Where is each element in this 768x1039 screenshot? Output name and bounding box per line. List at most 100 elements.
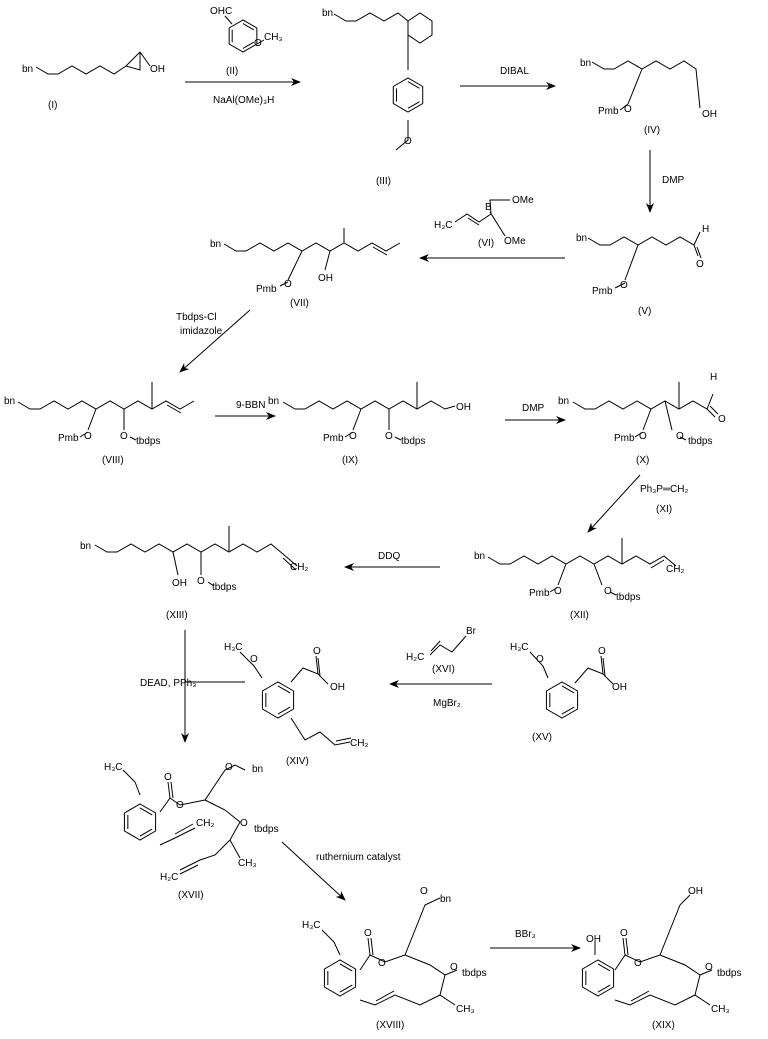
- atom-label: O: [240, 818, 248, 829]
- arrow-12: [281, 841, 346, 901]
- arrow-5: [179, 309, 251, 373]
- atom-label: H: [710, 372, 717, 383]
- atom-label: Pmb: [598, 106, 619, 117]
- double-bond: [139, 807, 153, 816]
- atom-label: Pmb: [323, 433, 344, 444]
- arrow-8: [587, 474, 641, 533]
- atom-label: B: [485, 202, 492, 213]
- atom-label: O: [197, 576, 205, 587]
- atom-label: O: [313, 646, 321, 657]
- atom-label: bn: [322, 8, 333, 19]
- atom-label: O: [404, 136, 412, 147]
- reagent-label: 9-BBN: [236, 400, 265, 411]
- double-bond: [407, 101, 420, 109]
- double-bond: [597, 963, 611, 972]
- double-bond: [242, 41, 255, 49]
- atom-label: OH: [702, 109, 717, 120]
- atom-label: tbdps: [136, 436, 160, 447]
- atom-label: CH₃: [711, 1004, 730, 1015]
- double-bond: [407, 81, 420, 89]
- atom-label: O: [718, 414, 726, 425]
- atom-label: tbdps: [688, 436, 712, 447]
- double-bond: [277, 685, 291, 694]
- double-bond: [339, 963, 353, 972]
- compound-label-III: (III): [376, 176, 391, 187]
- atom-label: Pmb: [529, 588, 550, 599]
- atom-label: bn: [80, 541, 91, 552]
- atom-label: CH₂: [290, 562, 308, 573]
- bonds: [17, 12, 719, 1006]
- atom-label: O: [84, 431, 92, 442]
- reagent-label: Tbdps-Cl: [176, 312, 217, 323]
- atom-label: CH₂: [196, 818, 214, 829]
- compound-label-VI: (VI): [478, 238, 494, 249]
- compound-label-IX: (IX): [342, 455, 358, 466]
- double-bond: [597, 984, 611, 993]
- atom-label: O: [604, 586, 612, 597]
- double-bond: [561, 706, 575, 715]
- compound-label-XIII: (XIII): [166, 610, 188, 621]
- compound-labels: (I) (II) (III) (IV) (V) (VI) (VII) (VIII…: [48, 66, 675, 1031]
- benzene-ring: [323, 959, 357, 997]
- atom-label: O: [254, 38, 262, 49]
- atom-label: OH: [330, 682, 345, 693]
- atom-label: O: [284, 279, 292, 290]
- atom-label: H₃C: [434, 220, 453, 231]
- atom-label: OHC: [210, 6, 232, 17]
- reagent-labels: NaAl(OMe)₃H DIBAL DMP Tbdps-Cl imidazole…: [140, 66, 689, 940]
- atom-label: CH₂: [666, 564, 684, 575]
- atom-label: O: [164, 772, 172, 783]
- reaction-arrows: [179, 78, 654, 952]
- atom-label: O: [385, 431, 393, 442]
- atom-label: O: [676, 431, 684, 442]
- compound-label-XIX: (XIX): [652, 1020, 675, 1031]
- atom-label: OH: [456, 402, 471, 413]
- atom-label: H₃C: [510, 642, 529, 653]
- atom-label: bn: [4, 396, 15, 407]
- atom-label: OH: [318, 273, 333, 284]
- atom-label: tbdps: [254, 824, 278, 835]
- atom-label: OH: [688, 886, 703, 897]
- benzene-ring: [581, 959, 615, 997]
- atom-label: O: [120, 431, 128, 442]
- benzene-ring: [545, 681, 579, 719]
- atom-label: CH₂: [350, 738, 368, 749]
- compound-label-V: (V): [638, 306, 651, 317]
- atom-label: O: [450, 962, 458, 973]
- reagent-label: Ph₃P═CH₂: [640, 484, 689, 495]
- atom-label: O: [696, 259, 704, 270]
- atom-label: bn: [252, 764, 263, 775]
- atom-label: OMe: [504, 236, 526, 247]
- atom-label: tbdps: [462, 968, 486, 979]
- atom-label: OH: [612, 682, 627, 693]
- benzene-ring: [261, 681, 295, 719]
- atom-label: bn: [580, 58, 591, 69]
- atom-label: H₂C: [160, 872, 178, 883]
- atom-label: OH: [172, 578, 187, 589]
- compound-label-VII: (VII): [290, 298, 309, 309]
- compound-label-XVI: (XVI): [432, 664, 455, 675]
- atom-label: O: [349, 431, 357, 442]
- atom-label: O: [554, 586, 562, 597]
- reagent-label: ruthernium catalyst: [316, 852, 401, 863]
- atom-label: H₃C: [104, 762, 123, 773]
- atom-label: O: [598, 646, 606, 657]
- atom-label: bn: [210, 239, 221, 250]
- compound-label-II: (II): [226, 66, 238, 77]
- double-bond: [277, 706, 291, 715]
- atom-labels: bn OH OHC O CH₃ bn O bn Pmb O OH bn Pmb …: [4, 6, 741, 1015]
- compound-label-XI: (XI): [656, 504, 672, 515]
- compound-label-XVII: (XVII): [178, 890, 204, 901]
- benzene-ring: [123, 803, 157, 841]
- double-bond: [242, 23, 255, 31]
- benzene-ring: [228, 19, 258, 53]
- reagent-label: BBr₃: [515, 929, 536, 940]
- atom-label: Pmb: [58, 433, 79, 444]
- atom-label: tbdps: [616, 592, 640, 603]
- reagent-label: DMP: [662, 175, 685, 186]
- atom-label: O: [225, 762, 233, 773]
- compound-label-XII: (XII): [570, 610, 589, 621]
- atom-label: O: [624, 104, 632, 115]
- atom-label: bn: [268, 396, 279, 407]
- atom-label: O: [378, 958, 386, 969]
